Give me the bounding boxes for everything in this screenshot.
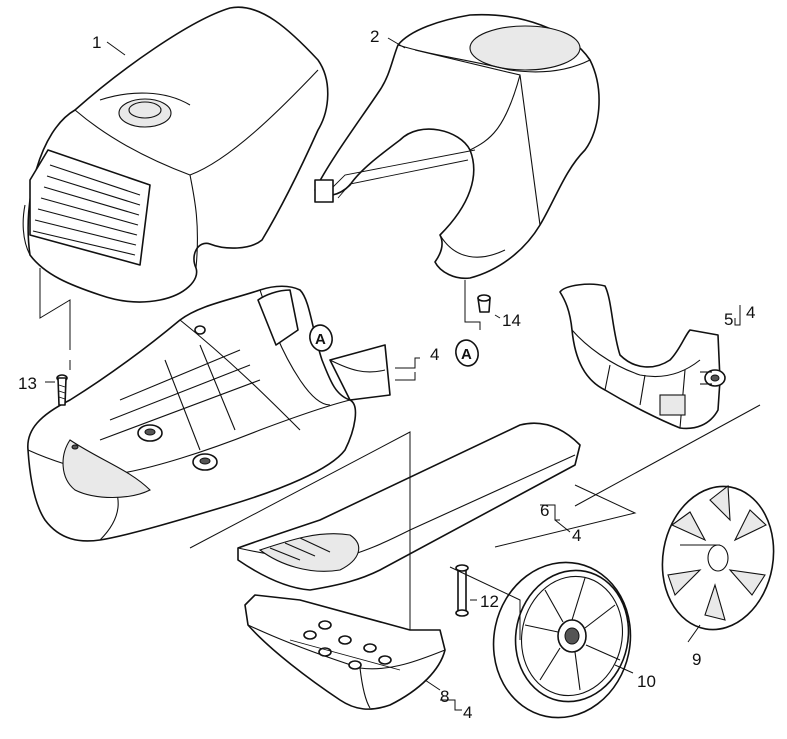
shroud-top-boss xyxy=(469,25,581,71)
callout-5-qty: 4 xyxy=(746,303,755,322)
callout-6: 6 xyxy=(540,501,549,520)
callout-1: 1 xyxy=(92,33,101,52)
hood-top-opening xyxy=(118,98,172,128)
part-5-axle-bracket xyxy=(559,283,726,430)
part-9-hub-cap xyxy=(661,484,775,631)
part-1-hood-cover xyxy=(22,6,329,303)
callout-12: 12 xyxy=(480,592,499,611)
marker-a-1-label: A xyxy=(315,331,326,348)
hood-vent-grille xyxy=(29,149,151,266)
callout-8-qty: 4 xyxy=(463,703,472,722)
callout-9: 9 xyxy=(692,650,701,669)
part-2-rear-shroud xyxy=(314,13,600,280)
part-12-screw xyxy=(455,564,469,617)
callout-10: 10 xyxy=(637,672,656,691)
marker-a-2-label: A xyxy=(461,346,472,363)
marker-a-1: A xyxy=(309,324,333,352)
callout-labels: 1 2 4 5 4 6 4 8 4 9 10 12 13 14 xyxy=(18,27,755,722)
part-8-lower-tray xyxy=(244,594,446,710)
part-10-wheel xyxy=(492,561,632,719)
marker-a-2: A xyxy=(455,339,479,367)
part-base-frame xyxy=(27,285,391,542)
callout-5: 5 xyxy=(724,310,733,329)
callout-2: 2 xyxy=(370,27,379,46)
part-13-screw xyxy=(56,374,68,406)
callout-14: 14 xyxy=(502,311,521,330)
callout-8: 8 xyxy=(440,687,449,706)
assembly-guide-lines xyxy=(39,268,761,640)
callout-4-base: 4 xyxy=(430,345,439,364)
callout-leaders xyxy=(45,37,741,711)
part-6-support-rail xyxy=(237,422,581,591)
callout-13: 13 xyxy=(18,374,37,393)
part-14-pin xyxy=(477,294,491,313)
callout-6-qty: 4 xyxy=(572,526,581,545)
